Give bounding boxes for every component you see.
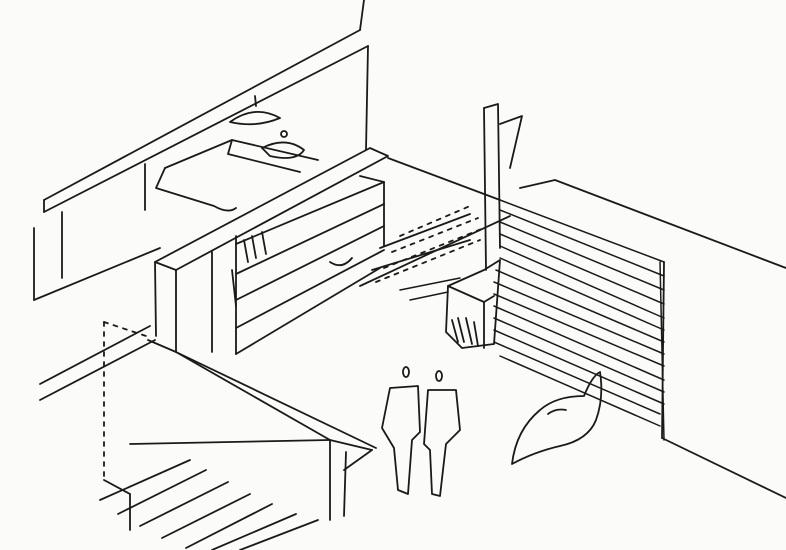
loft-wall	[33, 0, 369, 301]
bed	[155, 130, 319, 212]
hatched-rug	[399, 199, 665, 441]
ink-lines	[33, 0, 786, 550]
pendant-lamp	[229, 95, 281, 126]
stair-parapet	[39, 325, 377, 550]
lounge-chair	[511, 371, 603, 465]
bookshelf	[154, 147, 389, 355]
dashed-shadow	[103, 205, 485, 481]
figure-left	[381, 366, 421, 495]
fireplace	[445, 103, 523, 349]
figure-right	[423, 370, 461, 497]
